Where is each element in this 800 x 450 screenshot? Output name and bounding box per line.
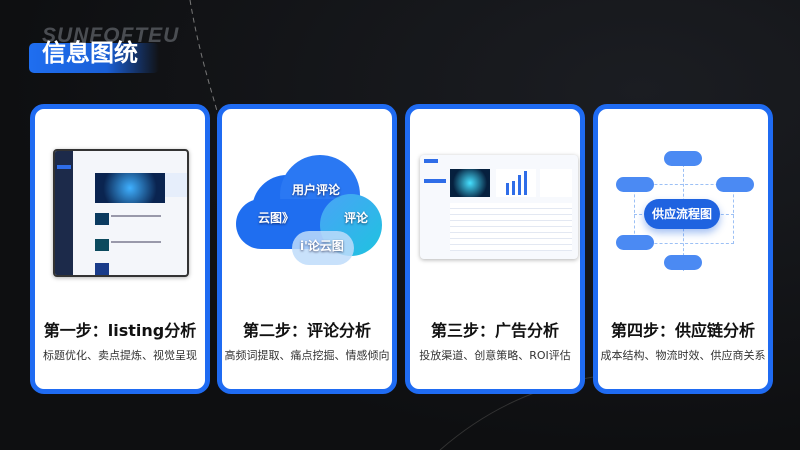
flow-node xyxy=(716,177,754,192)
cloud-label: 用户评论 xyxy=(292,183,341,197)
cloud-label: 云图》 xyxy=(258,211,295,225)
listing-screenshot xyxy=(43,139,197,284)
card-reviews: 用户评论 云图》 评论 i'论云图 第二步：评论分析 高频词提取、痛点挖掘、情感… xyxy=(217,104,397,394)
ad-dashboard-screenshot xyxy=(418,139,578,284)
page-title: 信息图统 xyxy=(42,39,138,67)
step-description: 标题优化、卖点提炼、视觉呈现 xyxy=(43,349,197,362)
card-supply-chain: 供应流程图 第四步：供应链分析 成本结构、物流时效、供应商关系 xyxy=(593,104,773,394)
flow-node xyxy=(664,255,702,270)
flow-node xyxy=(616,177,654,192)
step-title: 第三步：广告分析 xyxy=(430,321,559,340)
watermark: SUNFOFTEU xyxy=(42,24,180,47)
flow-node xyxy=(616,235,654,250)
cloud-label: i'论云图 xyxy=(300,239,344,253)
step-description: 成本结构、物流时效、供应商关系 xyxy=(600,349,766,362)
title-bar xyxy=(29,43,159,73)
cloud-label: 评论 xyxy=(344,211,369,225)
step-description: 投放渠道、创意策略、ROI评估 xyxy=(419,349,571,362)
flow-chart: 供应流程图 xyxy=(606,139,760,284)
card-ads: 第三步：广告分析 投放渠道、创意策略、ROI评估 xyxy=(405,104,585,394)
step-title: 第一步：listing分析 xyxy=(43,321,197,340)
flow-center-node: 供应流程图 xyxy=(644,199,720,229)
flow-node xyxy=(664,151,702,166)
step-title: 第四步：供应链分析 xyxy=(610,321,755,340)
card-listing: 第一步：listing分析 标题优化、卖点提炼、视觉呈现 xyxy=(30,104,210,394)
word-cloud: 用户评论 云图》 评论 i'论云图 xyxy=(230,139,384,284)
step-title: 第二步：评论分析 xyxy=(242,321,371,340)
step-description: 高频词提取、痛点挖掘、情感倾向 xyxy=(224,349,390,362)
